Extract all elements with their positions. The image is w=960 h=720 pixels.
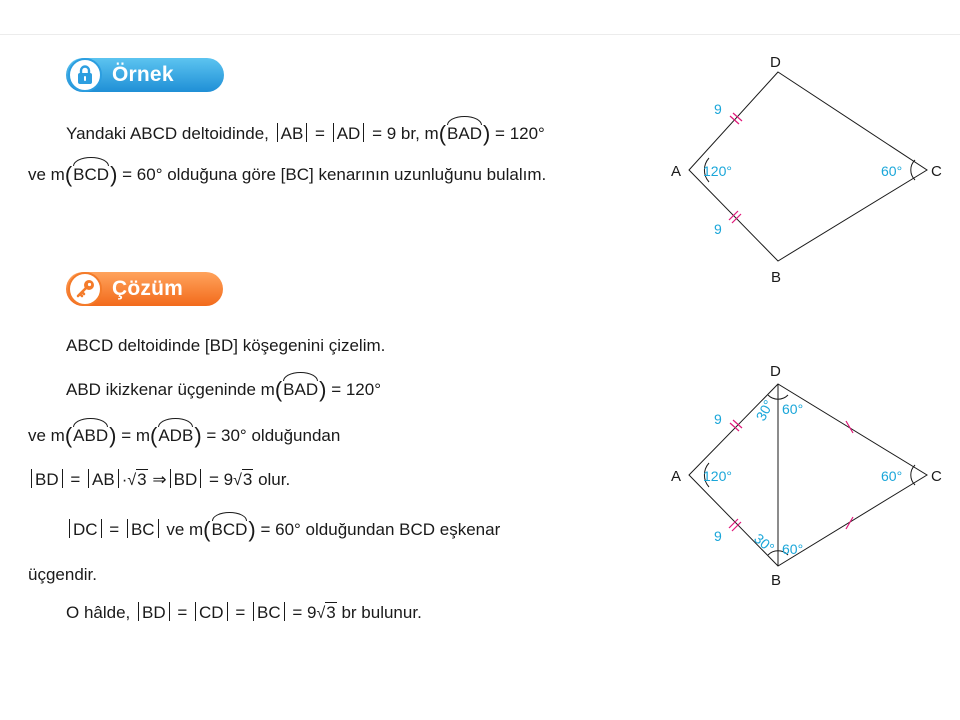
angle-arc-c (910, 159, 916, 181)
segment-bd: BD (173, 470, 198, 489)
example-badge-label: Örnek (112, 63, 174, 86)
solution-line-5: DC = BC ve m(BCD) = 60° olduğundan BCD e… (66, 512, 501, 542)
segment-bc: BC (130, 520, 155, 539)
text: ABD ikizkenar üçgeninde m (66, 380, 275, 399)
tick-ab (728, 518, 742, 532)
solution-line-4: BD = AB·√3 ⇒BD = 9√3 olur. (28, 468, 290, 493)
text: = (235, 603, 246, 622)
sqrt: √3 (127, 469, 148, 489)
vertex-b: B (771, 269, 781, 286)
angle-arc-b (767, 550, 789, 556)
tick-ad (729, 419, 743, 432)
kite-figure-2: D A C B 9 9 120° 60° 30° 60° 30° 60° (671, 363, 942, 589)
vertex-c: C (931, 163, 942, 180)
top-divider (0, 34, 960, 35)
text: = (109, 520, 120, 539)
vertex-b: B (771, 572, 781, 589)
solution-badge-label: Çözüm (112, 277, 183, 300)
angle-c-label: 60° (881, 468, 902, 484)
text: = 9 (292, 603, 317, 622)
solution-line-2: ABD ikizkenar üçgeninde m(BAD) = 120° (66, 372, 382, 402)
angle-a-label: 120° (703, 468, 732, 484)
dot: · (121, 470, 128, 489)
text: = (315, 124, 325, 143)
tick-ad (729, 112, 743, 125)
lock-icon (68, 58, 102, 92)
text: = 30° olduğundan (206, 426, 341, 445)
text: = 9 br, m (372, 124, 439, 143)
side-ab-label: 9 (714, 221, 722, 237)
text: = 60° olduğuna göre [BC] kenarının uzunl… (122, 165, 547, 184)
angle-a-label: 120° (703, 163, 732, 179)
text: = 120° (331, 380, 382, 399)
solution-line-6: üçgendir. (28, 565, 97, 584)
angle-arc-d (767, 394, 789, 400)
kite-outline (688, 71, 928, 262)
segment-dc: DC (73, 520, 98, 539)
text: ve m (166, 520, 204, 539)
segment-bd: BD (142, 603, 166, 622)
implies-symbol: ⇒ (152, 470, 167, 489)
segment-cd: CD (199, 603, 224, 622)
kite-figure-1: D A C B 9 9 120° 60° (671, 54, 942, 286)
side-ab-label: 9 (714, 528, 722, 544)
text: = 9 (208, 470, 234, 489)
solution-badge: Çözüm (66, 272, 223, 306)
text: Yandaki ABCD deltoidinde, (66, 124, 269, 143)
side-ad-label: 9 (714, 411, 722, 427)
text: = m (121, 426, 151, 445)
tick-ab (728, 210, 742, 224)
angle-b-right-label: 60° (782, 541, 803, 557)
text: = (177, 603, 188, 622)
text: = (70, 470, 81, 489)
solution-line-7: O hâlde, BD = CD = BC = 9√3 br bulunur. (66, 601, 422, 626)
angle-d-right-label: 60° (782, 401, 803, 417)
side-ad-label: 9 (714, 101, 722, 117)
vertex-d: D (770, 54, 781, 71)
text: ve m (28, 165, 65, 184)
sqrt: √3 (233, 469, 254, 489)
example-badge: Örnek (66, 58, 224, 92)
segment-bd: BD (35, 470, 59, 489)
segment-bc: BC (257, 603, 281, 622)
tick-dc (845, 420, 854, 434)
text: ve m (28, 426, 65, 445)
vertex-d: D (770, 363, 781, 380)
vertex-a: A (671, 163, 681, 180)
solution-line-3: ve m(ABD) = m(ADB) = 30° olduğundan (28, 418, 341, 448)
text: olur. (258, 470, 291, 489)
problem-line-2: ve m(BCD) = 60° olduğuna göre [BC] kenar… (28, 157, 547, 187)
sqrt: √3 (316, 602, 337, 622)
key-icon (68, 272, 102, 306)
segment-ad: AD (336, 124, 361, 143)
text: = 120° (495, 124, 545, 143)
vertex-a: A (671, 468, 681, 485)
segment-ab: AB (280, 124, 304, 143)
angle-b-left-label: 30° (751, 530, 778, 556)
text: = 60° olduğundan BCD eşkenar (260, 520, 501, 539)
text: br bulunur. (341, 603, 422, 622)
angle-c-label: 60° (881, 163, 902, 179)
angle-arc-c (910, 464, 916, 486)
angle-d-left-label: 30° (753, 397, 777, 423)
tick-bc (845, 516, 854, 530)
angle-arc-a (703, 157, 710, 183)
angle-arc-a (703, 462, 710, 488)
segment-ab: AB (92, 470, 115, 489)
text: O hâlde, (66, 603, 131, 622)
vertex-c: C (931, 468, 942, 485)
solution-line-1: ABCD deltoidinde [BD] köşegenini çizelim… (66, 336, 386, 355)
